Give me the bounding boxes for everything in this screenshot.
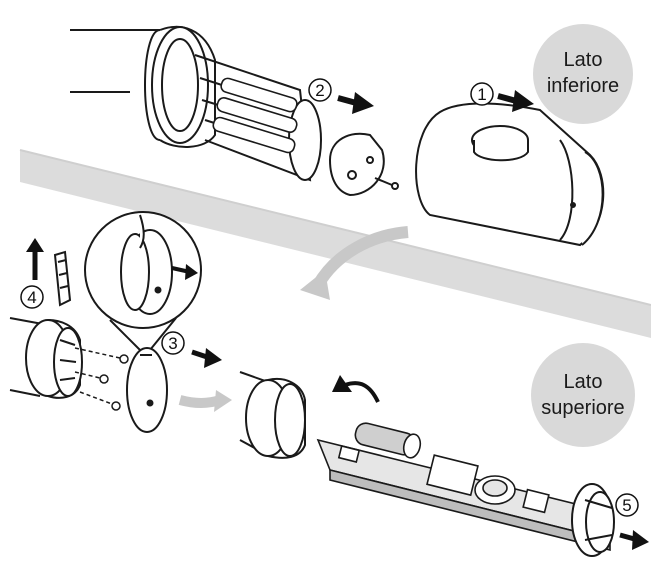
step-number-3: 3 bbox=[168, 334, 177, 353]
step-number-2: 2 bbox=[315, 81, 324, 100]
battery-cells bbox=[212, 77, 298, 154]
step-marker-5: 5 bbox=[615, 493, 639, 517]
lift-arrow bbox=[344, 381, 380, 403]
lower-middle-tube bbox=[239, 371, 306, 459]
step4-arrowhead bbox=[26, 238, 44, 252]
step-number-4: 4 bbox=[27, 288, 36, 307]
screws bbox=[74, 347, 129, 411]
step2-arrowhead bbox=[352, 92, 374, 114]
lower-left-tube bbox=[9, 317, 83, 399]
pcb-assembly bbox=[316, 422, 612, 552]
step-number-1: 1 bbox=[477, 85, 486, 104]
step-marker-1: 1 bbox=[470, 82, 494, 106]
callout-bottom-line1: Lato bbox=[564, 49, 603, 71]
magnifier-arrowhead bbox=[185, 264, 198, 280]
step1-arrowhead bbox=[512, 90, 534, 112]
step-marker-4: 4 bbox=[20, 285, 44, 309]
detail-magnifier bbox=[84, 211, 202, 351]
callout-bottom-side: Lato inferiore bbox=[533, 24, 633, 124]
disc-end-cap bbox=[126, 347, 168, 433]
callout-top-side: Lato superiore bbox=[531, 343, 635, 447]
callout-bottom-line2: inferiore bbox=[547, 75, 619, 97]
step5-arrowhead bbox=[632, 530, 649, 550]
step-number-5: 5 bbox=[622, 496, 631, 515]
grey-reassemble-arrow bbox=[178, 395, 222, 408]
upper-end-plate bbox=[328, 132, 399, 197]
callout-top-line1: Lato bbox=[564, 371, 603, 393]
step3-arrowhead bbox=[204, 348, 222, 368]
lift-arrowhead bbox=[332, 375, 352, 392]
step-marker-2: 2 bbox=[308, 78, 332, 102]
callout-top-line2: superiore bbox=[541, 397, 624, 419]
grey-reassemble-arrowhead bbox=[214, 390, 232, 412]
transition-arrow bbox=[300, 226, 409, 300]
right-end-cap bbox=[571, 483, 615, 557]
step-marker-3: 3 bbox=[161, 331, 185, 355]
clip-part bbox=[53, 250, 72, 307]
separator-bands bbox=[19, 149, 651, 338]
top-cap bbox=[415, 102, 605, 247]
